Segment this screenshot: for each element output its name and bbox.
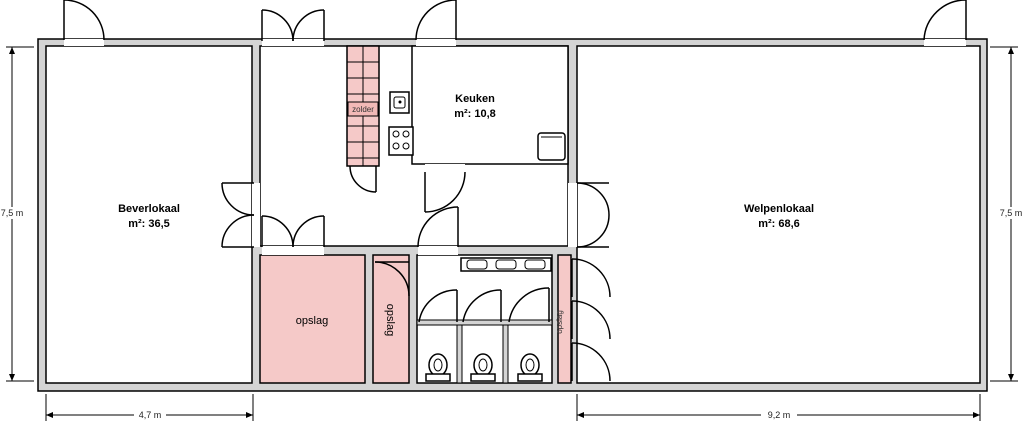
beverlokaal-name: Beverlokaal — [118, 203, 180, 215]
door-toilets — [417, 206, 459, 255]
room-welpenlokaal — [576, 45, 981, 384]
door-beverlokaal-exterior — [63, 0, 105, 46]
door-opslag-right — [571, 258, 611, 382]
sink-icon — [389, 91, 410, 114]
door-opslag-middle — [374, 261, 410, 297]
welpenlokaal-name: Welpenlokaal — [744, 203, 814, 215]
door-zolder — [349, 165, 377, 193]
dimension-right-width — [576, 394, 981, 421]
opslag-left-label: opslag — [296, 315, 328, 327]
dimension-left-width-label: 4,7 m — [139, 410, 162, 420]
zolder-label: zolder — [352, 105, 374, 114]
door-hall-exterior — [261, 9, 325, 46]
door-welpenlokaal-hall — [568, 182, 610, 248]
door-beverlokaal-hall — [221, 182, 260, 248]
room-beverlokaal — [45, 45, 253, 384]
dimension-left-width — [45, 394, 254, 421]
stove-icon — [388, 126, 414, 156]
door-welpenlokaal-exterior — [923, 0, 967, 46]
room-opslag-right — [557, 254, 572, 384]
dimension-right-height — [990, 46, 1024, 382]
keuken-area: m²: 10,8 — [454, 108, 496, 120]
stair-grid — [347, 46, 379, 166]
dimension-left-height-label: 7,5 m — [1, 208, 24, 218]
beverlokaal-area: m²: 36,5 — [128, 218, 170, 230]
toilet-icon — [425, 353, 451, 382]
door-opslag-left — [261, 215, 325, 255]
opslag-middle-label: opslag — [384, 304, 396, 336]
dimension-left-height — [0, 46, 34, 382]
toilet-partitions — [416, 319, 553, 384]
toilet-doors — [418, 287, 550, 323]
keuken-name: Keuken — [455, 93, 495, 105]
door-keuken-exterior — [415, 0, 457, 46]
door-keuken — [424, 164, 466, 213]
washbasins-icon — [460, 257, 552, 272]
toilet-icon — [517, 353, 543, 382]
fridge-icon — [537, 132, 566, 161]
dimension-right-height-label: 7,5 m — [1000, 208, 1023, 218]
dimension-right-width-label: 9,2 m — [768, 410, 791, 420]
welpenlokaal-area: m²: 68,6 — [758, 218, 800, 230]
toilet-icon — [470, 353, 496, 382]
room-opslag-left — [259, 254, 366, 384]
opslag-right-label: opslag — [555, 310, 564, 334]
zolder-label-bg — [347, 101, 379, 117]
